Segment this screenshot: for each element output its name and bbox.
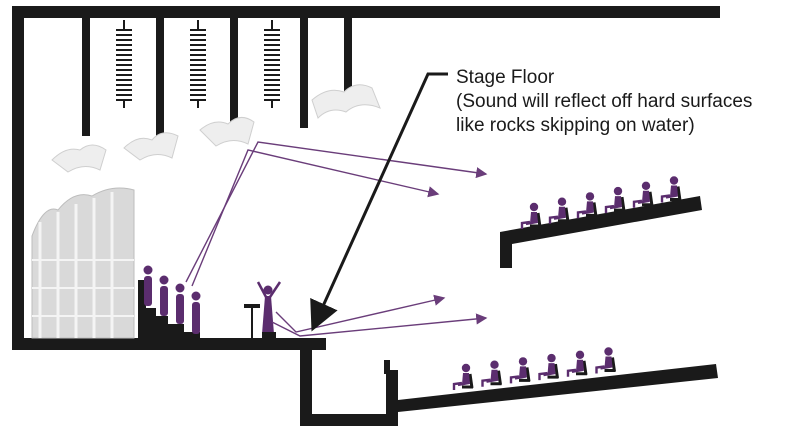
seated-person-icon (548, 197, 570, 224)
floor-audience (452, 347, 616, 390)
roof (12, 6, 720, 18)
spring-icon (116, 20, 132, 108)
seated-person-icon (632, 181, 654, 208)
music-stand-icon (244, 304, 260, 338)
ceiling-springs (116, 20, 280, 108)
stage-floor-callout: Stage Floor (Sound will reflect off hard… (456, 66, 796, 138)
orchestra-pit-wall (300, 338, 312, 426)
callout-line-2: like rocks skipping on water) (456, 115, 695, 136)
left-wall (12, 6, 24, 350)
acoustic-reflectors (51, 84, 381, 173)
stage-deck (12, 338, 326, 350)
choir (143, 265, 201, 334)
sound-path-upper-2 (191, 149, 440, 287)
roof-beam-3 (230, 18, 238, 136)
callout-title: Stage Floor (456, 67, 555, 88)
choir-member-icon (159, 275, 169, 316)
seated-person-icon (566, 350, 588, 377)
podium (262, 332, 276, 338)
pit-rail (386, 370, 398, 426)
figure-arms-raised-icon (256, 281, 282, 334)
choir-risers (138, 280, 200, 338)
orchestra-pit-floor (300, 414, 398, 426)
seated-person-icon (481, 360, 502, 387)
callout-line-1: (Sound will reflect off hard surfaces (456, 91, 753, 112)
seated-person-icon (452, 363, 474, 390)
pointer-arrow (310, 72, 448, 332)
spring-icon (264, 20, 280, 108)
seated-person-icon (595, 347, 616, 374)
seated-person-icon (509, 357, 531, 384)
seated-person-icon (576, 192, 598, 219)
sound-path-upper-1 (185, 141, 488, 283)
seated-person-icon (604, 186, 626, 214)
choir-member-icon (175, 283, 185, 324)
orchestra-shell (31, 187, 135, 339)
roof-beam-5 (344, 18, 352, 92)
choir-member-icon (143, 265, 153, 306)
balcony (500, 196, 702, 268)
seated-person-icon (520, 202, 542, 229)
pit-rail-post (384, 360, 390, 374)
spring-icon (190, 20, 206, 108)
main-floor (398, 364, 718, 412)
roof-beam-4 (300, 18, 308, 128)
sound-path-lower-2 (275, 294, 446, 333)
roof-beam-2 (156, 18, 164, 136)
hall-structure (12, 6, 720, 426)
callout-pointer (310, 72, 448, 332)
sound-paths (185, 141, 488, 337)
balcony-audience (520, 176, 682, 229)
choir-member-icon (191, 291, 201, 334)
seated-person-icon (538, 353, 559, 381)
roof-beam-1 (82, 18, 90, 136)
seated-person-icon (660, 176, 682, 203)
sound-path-lower-1 (271, 313, 488, 337)
soloist (244, 281, 282, 338)
